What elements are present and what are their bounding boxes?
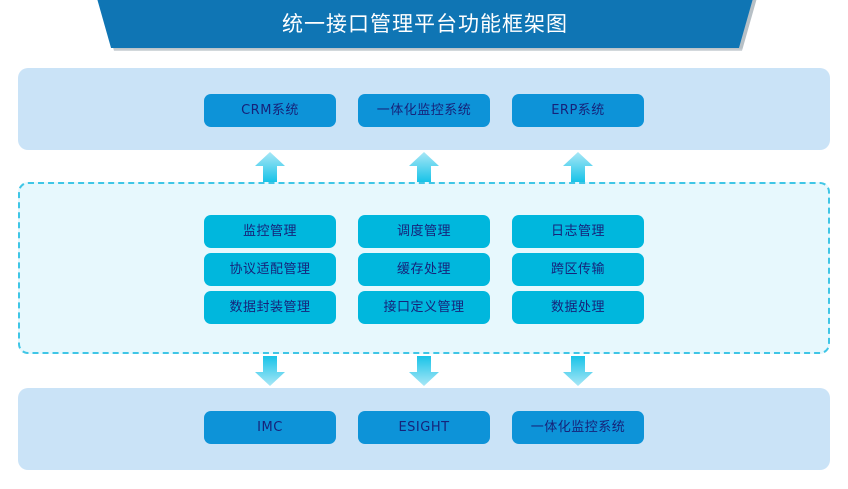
provider-node-unified-monitoring[interactable]: 一体化监控系统 <box>512 411 644 444</box>
title-banner: 统一接口管理平台功能框架图 <box>80 0 770 51</box>
platform-node-protocol-adaptation-management[interactable]: 协议适配管理 <box>204 253 336 286</box>
provider-node-esight[interactable]: ESIGHT <box>358 411 490 444</box>
platform-node-cross-region-transport[interactable]: 跨区传输 <box>512 253 644 286</box>
platform-node-data-encapsulation-management[interactable]: 数据封装管理 <box>204 291 336 324</box>
provider-node-imc[interactable]: IMC <box>204 411 336 444</box>
platform-node-cache-processing[interactable]: 缓存处理 <box>358 253 490 286</box>
arrow-down-icon <box>407 354 441 388</box>
platform-node-scheduling-management[interactable]: 调度管理 <box>358 215 490 248</box>
arrow-down-icon <box>253 354 287 388</box>
platform-node-data-processing[interactable]: 数据处理 <box>512 291 644 324</box>
consumer-node-crm[interactable]: CRM系统 <box>204 94 336 127</box>
page-title: 统一接口管理平台功能框架图 <box>282 11 568 36</box>
arrow-up-icon <box>407 150 441 184</box>
platform-node-log-management[interactable]: 日志管理 <box>512 215 644 248</box>
consumer-node-erp[interactable]: ERP系统 <box>512 94 644 127</box>
platform-node-interface-definition-management[interactable]: 接口定义管理 <box>358 291 490 324</box>
consumer-node-unified-monitoring[interactable]: 一体化监控系统 <box>358 94 490 127</box>
arrow-up-icon <box>561 150 595 184</box>
arrow-down-icon <box>561 354 595 388</box>
title-banner-shape: 统一接口管理平台功能框架图 <box>95 0 755 48</box>
arrow-up-icon <box>253 150 287 184</box>
platform-node-monitoring-management[interactable]: 监控管理 <box>204 215 336 248</box>
